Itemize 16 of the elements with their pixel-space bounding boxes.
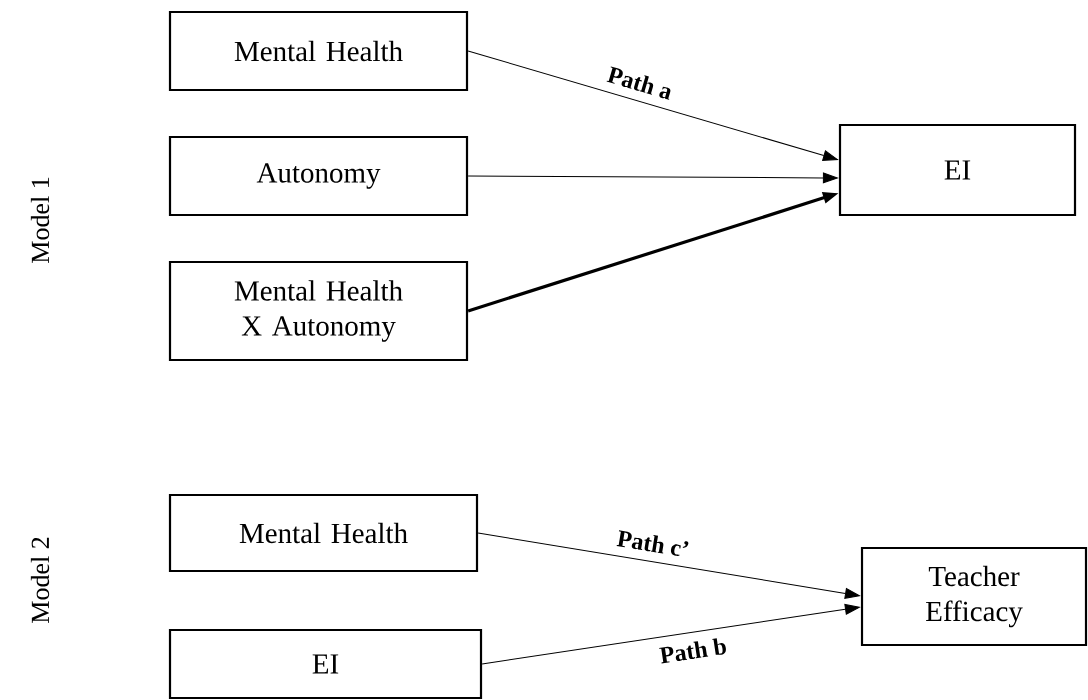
arrow [467, 172, 838, 184]
variable-box: Mental Health [168, 10, 469, 92]
model-label: Model 1 [30, 177, 50, 263]
variable-box: Teacher Efficacy [860, 546, 1088, 647]
arrow [481, 603, 860, 665]
variable-box: EI [168, 628, 483, 700]
variable-box: Mental Health [168, 493, 479, 573]
edge-label: Path c’ [616, 530, 689, 556]
variable-box: Autonomy [168, 135, 469, 217]
variable-box: Mental Health X Autonomy [168, 260, 469, 362]
arrow [467, 50, 838, 161]
edge-label: Path a [606, 66, 671, 100]
variable-box: EI [838, 123, 1077, 217]
model-label: Model 2 [30, 537, 50, 623]
arrow [477, 532, 860, 599]
edge-label: Path b [659, 638, 726, 664]
